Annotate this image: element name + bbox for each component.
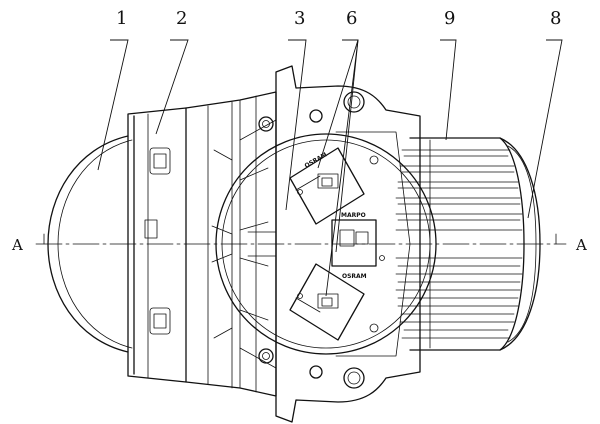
label-1: 1 <box>116 8 127 29</box>
led-marking-top: OSRAM <box>304 151 329 169</box>
label-2: 2 <box>176 8 187 29</box>
projector-lens <box>47 135 133 353</box>
reference-labels: 1 2 3 6 9 8 A A <box>11 8 587 254</box>
label-3: 3 <box>294 8 305 29</box>
label-9: 9 <box>444 8 455 29</box>
label-8: 8 <box>550 8 561 29</box>
leader-lines <box>97 39 563 297</box>
axis-label-right: A <box>575 236 587 254</box>
axis-a-a <box>35 233 567 245</box>
axis-label-left: A <box>11 236 23 254</box>
heat-sink <box>395 137 525 351</box>
rear-cover <box>499 137 541 351</box>
label-6: 6 <box>346 8 357 29</box>
led-marking-mid: MARPO <box>341 212 366 219</box>
lens-holder <box>127 107 187 383</box>
led-marking-bottom: OSRAM <box>342 273 367 280</box>
mounting-flange <box>258 65 421 423</box>
